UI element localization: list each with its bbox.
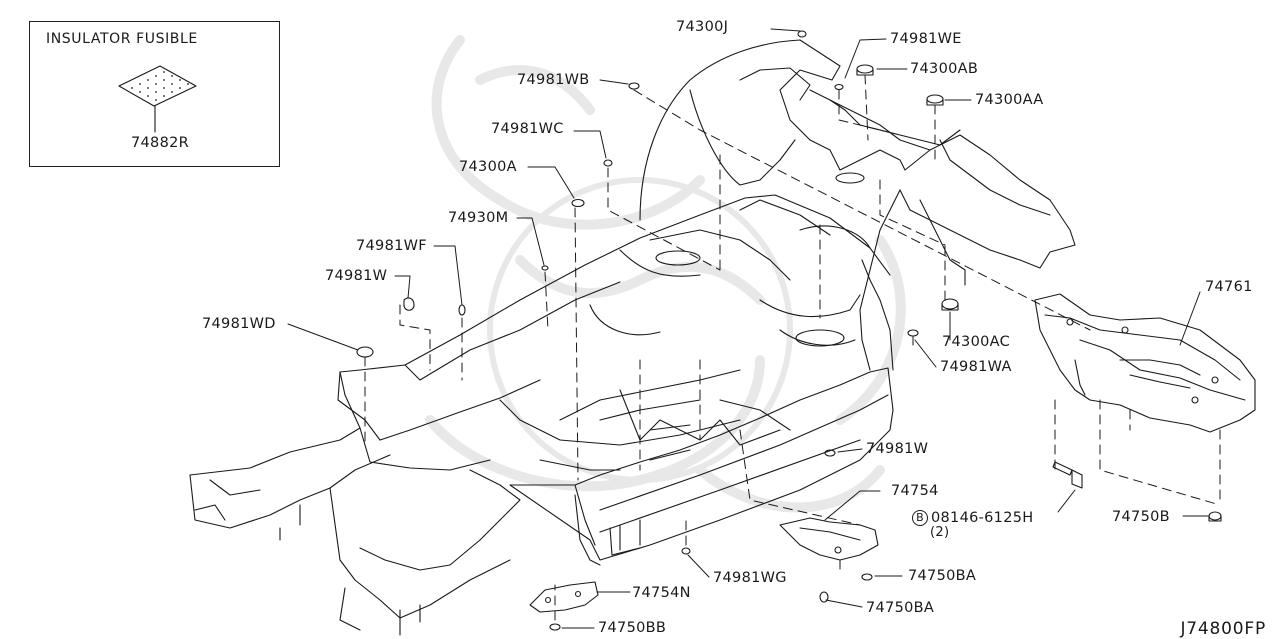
- part-label-74981WE[interactable]: 74981WE: [890, 31, 962, 47]
- part-label-74981WB[interactable]: 74981WB: [517, 72, 590, 88]
- part-label-74300AB[interactable]: 74300AB: [910, 61, 979, 77]
- inset-box: [29, 21, 280, 167]
- under-cover-74754[interactable]: [779, 517, 879, 561]
- part-label-74750BB[interactable]: 74750BB: [598, 620, 667, 636]
- bolt-part-number: 08146-6125H: [931, 510, 1034, 526]
- bracket-74754N[interactable]: [529, 581, 599, 613]
- part-label-74300AA[interactable]: 74300AA: [975, 92, 1044, 108]
- inset-title: INSULATOR FUSIBLE: [46, 31, 198, 47]
- watermark-logo: [425, 35, 906, 513]
- diagram-code: J74800FP: [1180, 619, 1266, 639]
- alignment-dashes: [364, 74, 1221, 621]
- front-floor-body[interactable]: [189, 194, 891, 636]
- fasteners: [356, 30, 1222, 631]
- part-label-74300A[interactable]: 74300A: [459, 159, 517, 175]
- insulator-fusible-pad[interactable]: [118, 65, 197, 133]
- part-label-74300AC[interactable]: 74300AC: [942, 334, 1011, 350]
- part-label-74981WF[interactable]: 74981WF: [356, 238, 427, 254]
- part-label-74750B[interactable]: 74750B: [1112, 509, 1170, 525]
- part-label-74754N[interactable]: 74754N: [632, 585, 691, 601]
- bolt-b-icon: B: [912, 510, 928, 526]
- part-label-74750BA-lower[interactable]: 74750BA: [866, 600, 935, 616]
- part-label-74981W-lower[interactable]: 74981W: [866, 441, 929, 457]
- bolt-quantity: (2): [930, 525, 950, 540]
- part-label-74930M[interactable]: 74930M: [448, 210, 509, 226]
- rear-floor-cover-74761[interactable]: [1034, 293, 1256, 433]
- part-label-74981WD[interactable]: 74981WD: [202, 316, 276, 332]
- part-label-74981WG[interactable]: 74981WG: [713, 570, 787, 586]
- part-label-74300J[interactable]: 74300J: [676, 19, 729, 35]
- part-label-74750BA-upper[interactable]: 74750BA: [908, 568, 977, 584]
- part-label-74981W[interactable]: 74981W: [325, 268, 388, 284]
- part-label-74761[interactable]: 74761: [1205, 279, 1253, 295]
- part-label-74882R[interactable]: 74882R: [131, 135, 190, 151]
- part-label-74754[interactable]: 74754: [891, 483, 939, 499]
- leader-lines: [287, 28, 1209, 629]
- tunnel-and-side-rail[interactable]: [499, 367, 894, 566]
- part-label-74981WC[interactable]: 74981WC: [491, 121, 564, 137]
- part-label-74981WA[interactable]: 74981WA: [940, 359, 1012, 375]
